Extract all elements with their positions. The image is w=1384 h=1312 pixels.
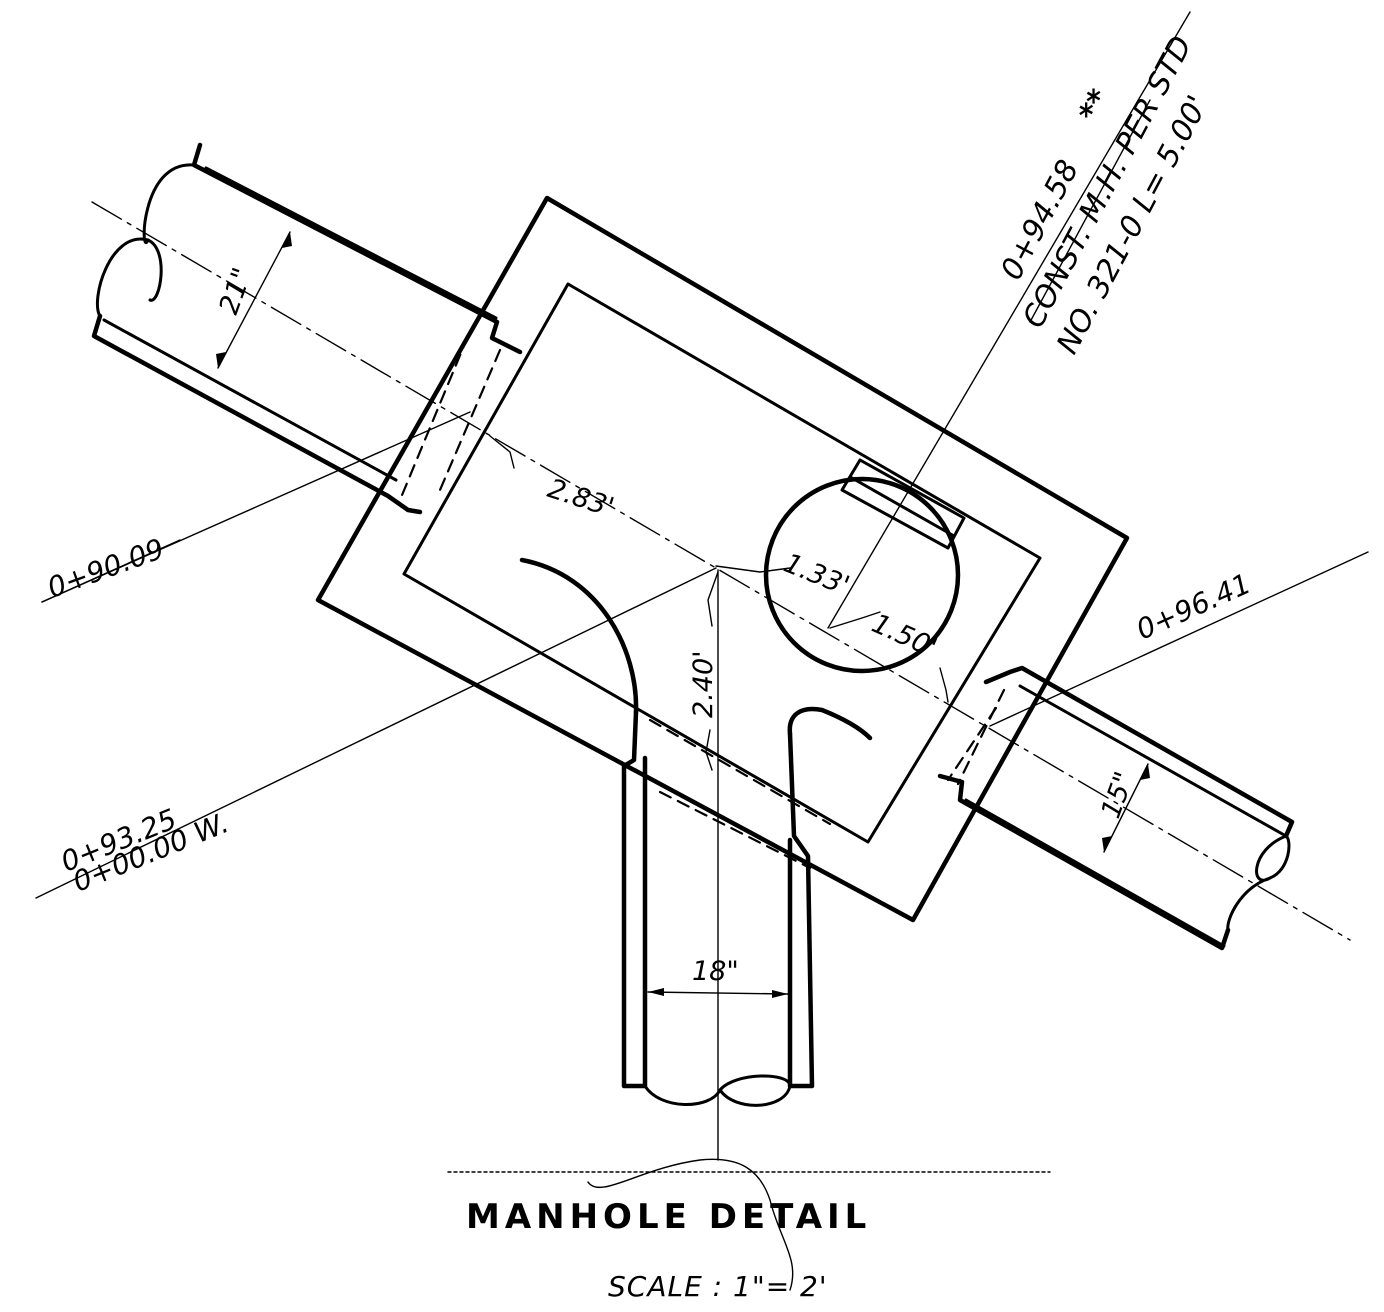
- drawing-title: MANHOLE DETAIL: [466, 1197, 871, 1237]
- station-underline-note: [1029, 99, 1151, 323]
- manhole-ladder: [840, 458, 966, 550]
- manhole-inner-wall: [402, 282, 1042, 844]
- channel-hidden-line: [658, 790, 812, 870]
- dim-1-50-arrow: [829, 611, 881, 629]
- dim-upper-left-pipe: 21": [213, 264, 258, 319]
- channel-curve-right: [787, 706, 873, 741]
- dim-bottom-pipe: 18": [692, 956, 739, 987]
- station-underline-left: [41, 539, 181, 603]
- dim-1-33: 1.33': [779, 548, 853, 602]
- main-centerline: [91, 201, 1351, 941]
- dim-1-33-arrow: [715, 565, 791, 573]
- pipe-21-inch: [91, 142, 523, 515]
- manhole-outer-wall: [315, 195, 1130, 923]
- pipe-15-inch: [937, 665, 1295, 951]
- leader-0-94-58: [827, 11, 1191, 629]
- leader-0-96-41: [989, 551, 1369, 727]
- station-right: 0+96.41: [1131, 567, 1255, 647]
- drawing-scale: SCALE : 1"= 2': [608, 1270, 828, 1303]
- channel-curve-left: [519, 557, 639, 715]
- dim-2-83-arrow: [489, 435, 515, 469]
- channel-hidden-line-2: [648, 718, 832, 826]
- leader-0-93-25: [35, 567, 717, 899]
- dim-2-83: 2.83': [544, 473, 618, 523]
- dim-2-40-arrow-2: [705, 729, 713, 771]
- dim-1-50: 1.50': [867, 608, 941, 664]
- pencil-scribble: [587, 1158, 794, 1291]
- dim-2-40-arrow: [707, 571, 719, 627]
- note-marks: **: [1072, 83, 1118, 127]
- station-left: 0+90.09: [43, 532, 168, 605]
- dim-2-40: 2.40': [688, 650, 719, 718]
- dim-1-50-arrow-2: [939, 667, 949, 703]
- manhole-shaft-circle: [763, 476, 961, 674]
- pipe-18-inch: [621, 709, 815, 1107]
- dim-right-pipe: 15": [1095, 768, 1140, 823]
